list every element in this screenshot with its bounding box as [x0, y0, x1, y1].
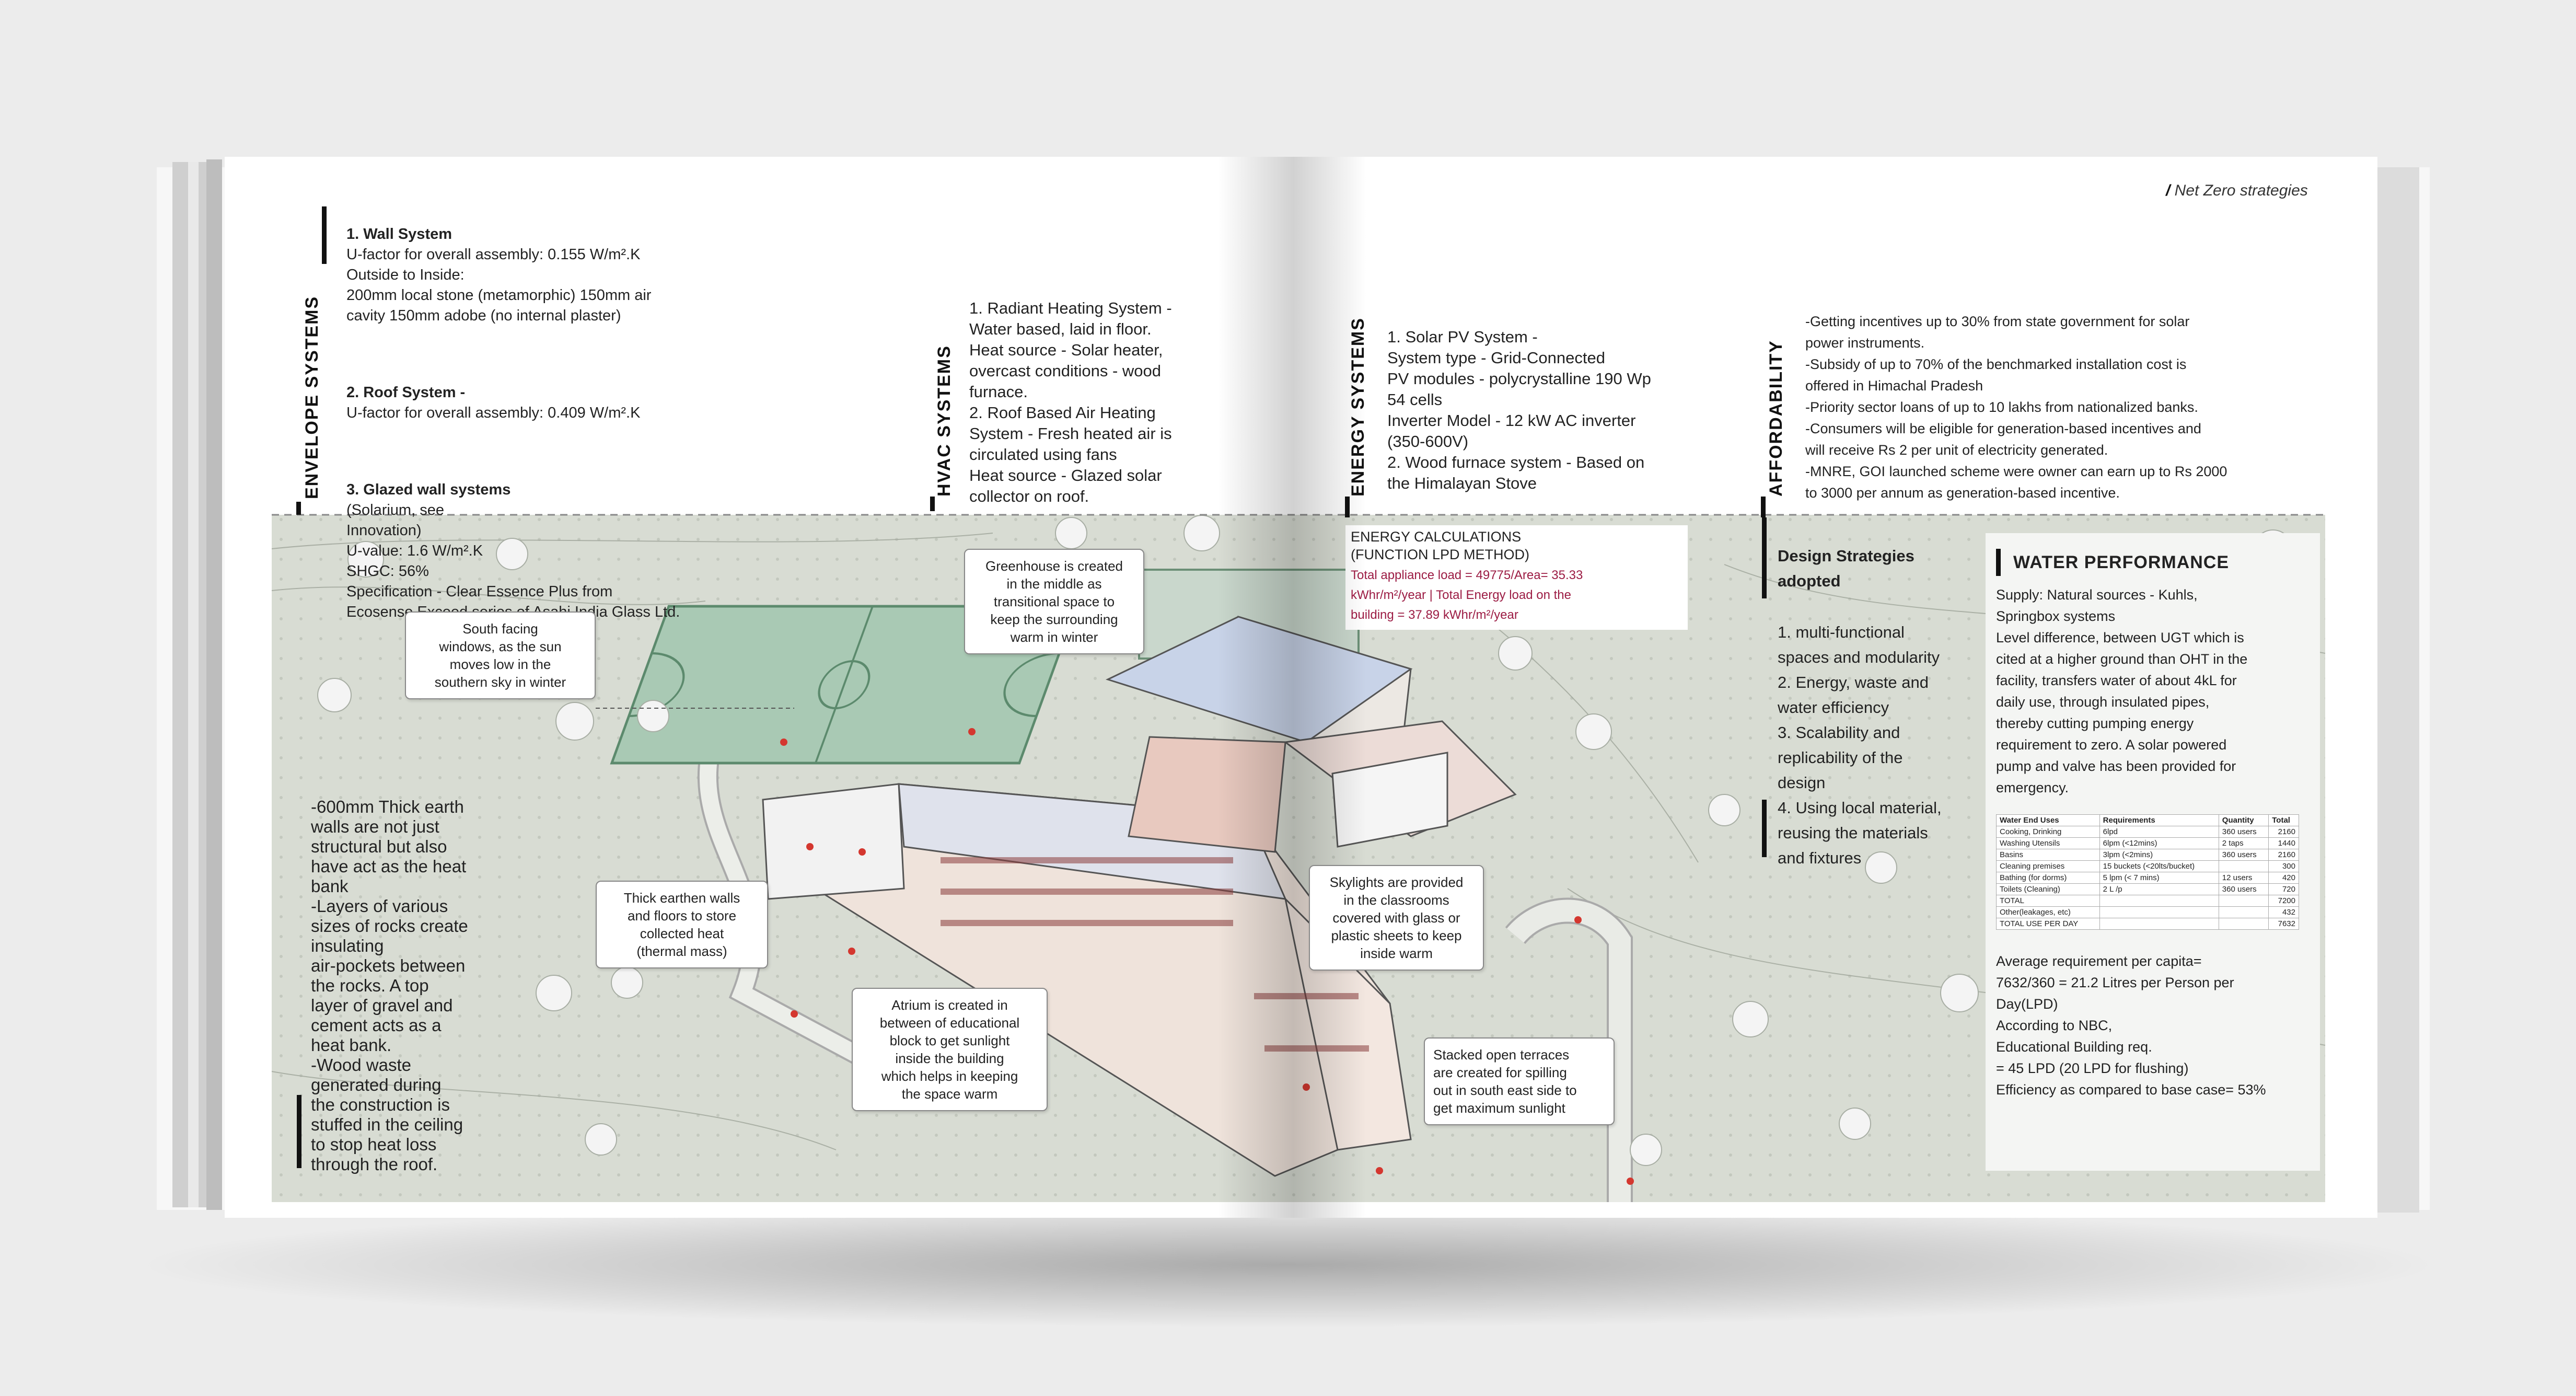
left-text-bar: [297, 1095, 301, 1168]
water-table-cell: 2160: [2268, 849, 2299, 861]
water-table-cell: Cleaning premises: [1996, 860, 2100, 872]
hvac-text: 1. Radiant Heating System - Water based,…: [969, 299, 1172, 505]
water-table-cell: 7632: [2268, 918, 2299, 930]
header-slash: /: [2166, 182, 2175, 199]
water-title-bar: [1996, 549, 2001, 576]
water-table-cell: 360 users: [2218, 849, 2269, 861]
energy-calc-text: Total appliance load = 49775/Area= 35.33…: [1351, 568, 1583, 622]
callout-earthen-walls: Thick earthen walls and floors to store …: [596, 881, 768, 968]
water-col-header: Water End Uses: [1996, 814, 2100, 826]
water-table-cell: Cooking, Drinking: [1996, 826, 2100, 838]
affordability-label: AFFORDABILITY: [1766, 340, 1786, 497]
energy-calc-panel: ENERGY CALCULATIONS (FUNCTION LPD METHOD…: [1351, 528, 1685, 625]
water-table-cell: TOTAL USE PER DAY: [1996, 918, 2100, 930]
water-table-cell: [2218, 918, 2269, 930]
energy-label: ENERGY SYSTEMS: [1348, 317, 1368, 497]
section-header: / Net Zero strategies: [2166, 182, 2308, 200]
water-table-header: Water End Uses Requirements Quantity Tot…: [1996, 814, 2299, 826]
water-table-cell: [2099, 906, 2219, 918]
water-table-cell: 12 users: [2218, 872, 2269, 884]
envelope-label: ENVELOPE SYSTEMS: [302, 295, 322, 499]
affordability-text: -Getting incentives up to 30% from state…: [1805, 314, 2227, 501]
water-performance: WATER PERFORMANCE Supply: Natural source…: [1996, 549, 2310, 1101]
water-table-cell: 360 users: [2218, 883, 2269, 895]
water-table-cell: [2099, 895, 2219, 907]
water-table-cell: 360 users: [2218, 826, 2269, 838]
water-table-cell: Other(leakages, etc): [1996, 906, 2100, 918]
hvac-bar: [930, 497, 935, 511]
callout-atrium: Atrium is created in between of educatio…: [852, 988, 1048, 1111]
water-col-header: Requirements: [2099, 814, 2219, 826]
left-text: -600mm Thick earth walls are not just st…: [311, 797, 468, 1174]
water-table-row: Bathing (for dorms)5 lpm (< 7 mins)12 us…: [1996, 872, 2299, 884]
water-table-cell: 2 taps: [2218, 837, 2269, 849]
water-table-cell: 2 L /p: [2099, 883, 2219, 895]
water-table-cell: 720: [2268, 883, 2299, 895]
water-table-cell: 300: [2268, 860, 2299, 872]
design-items: 1. multi-functional spaces and modularit…: [1778, 623, 1942, 867]
water-table-cell: 7200: [2268, 895, 2299, 907]
water-table-cell: Bathing (for dorms): [1996, 872, 2100, 884]
glazed-text: (Solarium, see Innovation) U-value: 1.6 …: [346, 502, 680, 620]
water-table-cell: 15 buckets (<20lts/bucket): [2099, 860, 2219, 872]
design-bar: [1762, 517, 1767, 598]
hvac-label: HVAC SYSTEMS: [934, 345, 954, 497]
callout-skylights: Skylights are provided in the classrooms…: [1309, 865, 1484, 971]
envelope-text: 1. Wall System U-factor for overall asse…: [346, 204, 806, 622]
water-table-cell: Toilets (Cleaning): [1996, 883, 2100, 895]
wall-title: 1. Wall System: [346, 226, 452, 243]
design-title: Design Strategies adopted: [1778, 547, 1914, 590]
design-strategies: Design Strategies adopted 1. multi-funct…: [1778, 544, 1976, 871]
roof-text: U-factor for overall assembly: 0.409 W/m…: [346, 405, 641, 421]
energy-text: 1. Solar PV System - System type - Grid-…: [1387, 328, 1651, 492]
section-label: Net Zero strategies: [2174, 182, 2308, 199]
water-table-cell: 432: [2268, 906, 2299, 918]
water-table-cell: [2218, 895, 2269, 907]
design-bar-lower: [1762, 800, 1767, 857]
water-table-cell: 3lpm (<2mins): [2099, 849, 2219, 861]
water-table-cell: 420: [2268, 872, 2299, 884]
water-table-row: Other(leakages, etc) 432: [1996, 906, 2299, 918]
water-table-cell: 6lpm (<12mins): [2099, 837, 2219, 849]
water-table-cell: 1440: [2268, 837, 2299, 849]
water-col-header: Quantity: [2218, 814, 2269, 826]
water-intro: Supply: Natural sources - Kuhls, Springb…: [1996, 587, 2248, 795]
water-table-row: TOTAL 7200: [1996, 895, 2299, 907]
water-table-cell: Washing Utensils: [1996, 837, 2100, 849]
water-table-cell: Basins: [1996, 849, 2100, 861]
water-table-cell: [2218, 860, 2269, 872]
water-table-cell: [2218, 906, 2269, 918]
water-table-cell: 6lpd: [2099, 826, 2219, 838]
water-table-cell: 5 lpm (< 7 mins): [2099, 872, 2219, 884]
water-table-cell: [2099, 918, 2219, 930]
envelope-bar-lower: [296, 502, 301, 515]
water-title-row: WATER PERFORMANCE: [1996, 549, 2310, 576]
water-table: Water End Uses Requirements Quantity Tot…: [1996, 814, 2299, 930]
wall-text: U-factor for overall assembly: 0.155 W/m…: [346, 246, 652, 324]
energy-calc-title: ENERGY CALCULATIONS (FUNCTION LPD METHOD…: [1351, 529, 1529, 562]
affordability-bar: [1761, 497, 1766, 517]
callout-greenhouse: Greenhouse is created in the middle as t…: [964, 549, 1144, 654]
water-title: WATER PERFORMANCE: [2013, 552, 2230, 572]
water-col-header: Total: [2268, 814, 2299, 826]
water-table-cell: TOTAL: [1996, 895, 2100, 907]
callout-terraces: Stacked open terraces are created for sp…: [1424, 1037, 1615, 1125]
water-summary: Average requirement per capita= 7632/360…: [1996, 953, 2266, 1098]
water-table-cell: 2160: [2268, 826, 2299, 838]
callout-south-windows: South facing windows, as the sun moves l…: [405, 612, 596, 699]
envelope-bar: [322, 206, 327, 264]
roof-title: 2. Roof System -: [346, 384, 466, 401]
water-table-row: TOTAL USE PER DAY 7632: [1996, 918, 2299, 930]
energy-bar: [1345, 497, 1350, 517]
glazed-title: 3. Glazed wall systems: [346, 481, 511, 498]
